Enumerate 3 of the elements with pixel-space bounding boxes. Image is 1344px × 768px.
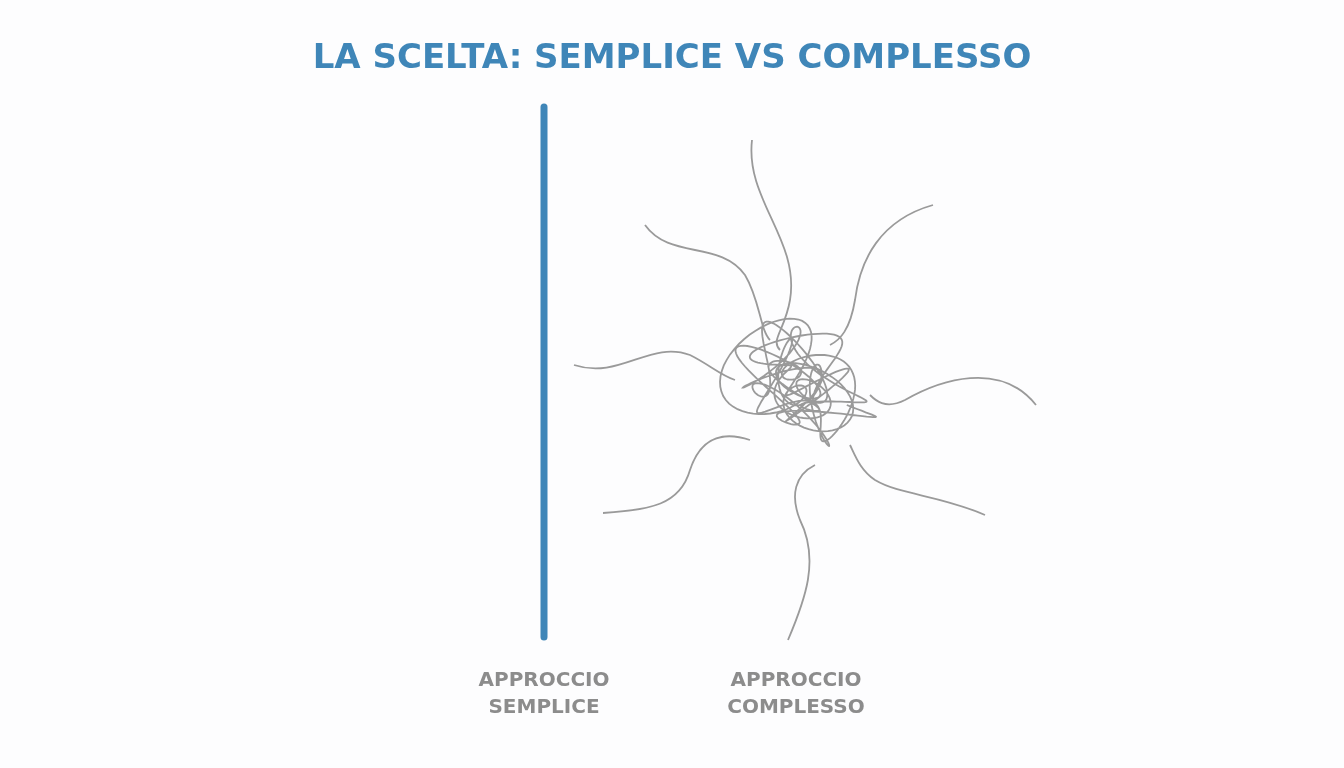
- approach-label: APPROCCIO COMPLESSO: [726, 666, 866, 720]
- approach-label: APPROCCIO SEMPLICE: [477, 666, 611, 720]
- title: LA SCELTA: SEMPLICE VS COMPLESSO: [311, 36, 1033, 76]
